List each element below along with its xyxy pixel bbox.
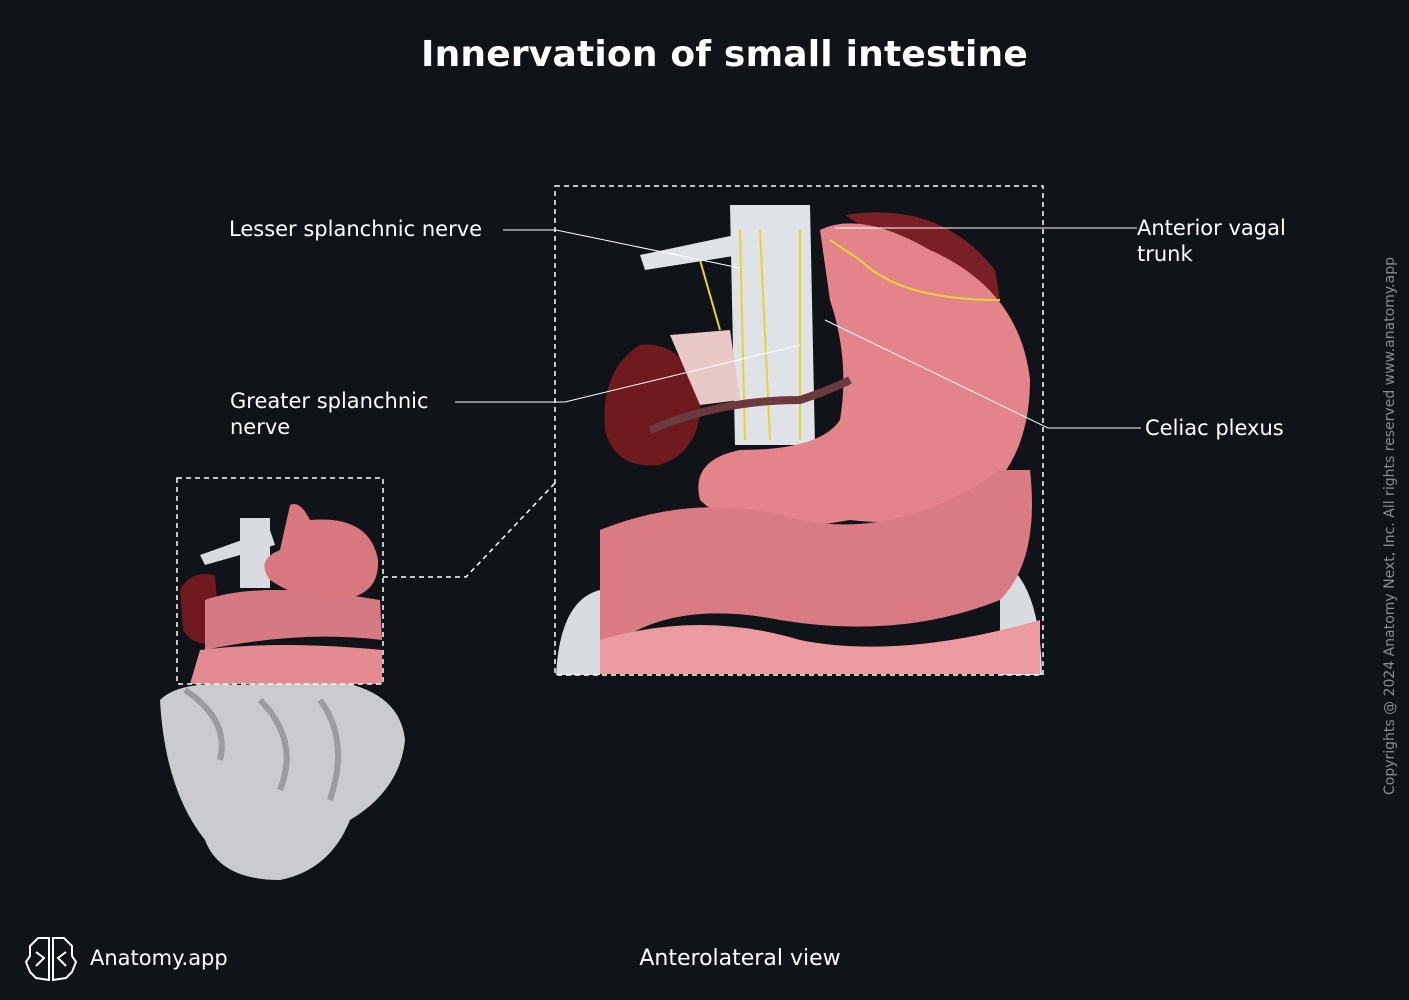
copyright-text: Copyrights @ 2024 Anatomy Next, Inc. All… xyxy=(1382,257,1398,795)
label-greater-splanchnic-nerve: Greater splanchnic nerve xyxy=(230,388,429,440)
zoomed-figure xyxy=(556,205,1042,675)
zoom-connector xyxy=(383,482,556,578)
label-anterior-vagal-trunk: Anterior vagal trunk xyxy=(1137,215,1286,267)
overview-figure xyxy=(160,504,405,880)
leader-celiac-plexus xyxy=(824,319,1141,429)
view-caption: Anterolateral view xyxy=(639,946,841,971)
brain-logo-icon xyxy=(24,937,78,982)
overview-box xyxy=(176,477,384,685)
label-line: Greater splanchnic xyxy=(230,389,429,413)
label-line: nerve xyxy=(230,415,291,439)
page-title: Innervation of small intestine xyxy=(420,34,1028,75)
leader-greater-splanchnic xyxy=(455,344,801,403)
label-celiac-plexus: Celiac plexus xyxy=(1145,416,1284,440)
label-lesser-splanchnic-nerve: Lesser splanchnic nerve xyxy=(229,217,483,241)
brand-name: Anatomy.app xyxy=(90,946,228,970)
leader-lesser-splanchnic xyxy=(503,229,741,269)
zoom-box xyxy=(554,185,1044,676)
label-line: Anterior vagal xyxy=(1137,216,1286,240)
label-line: trunk xyxy=(1137,242,1193,266)
